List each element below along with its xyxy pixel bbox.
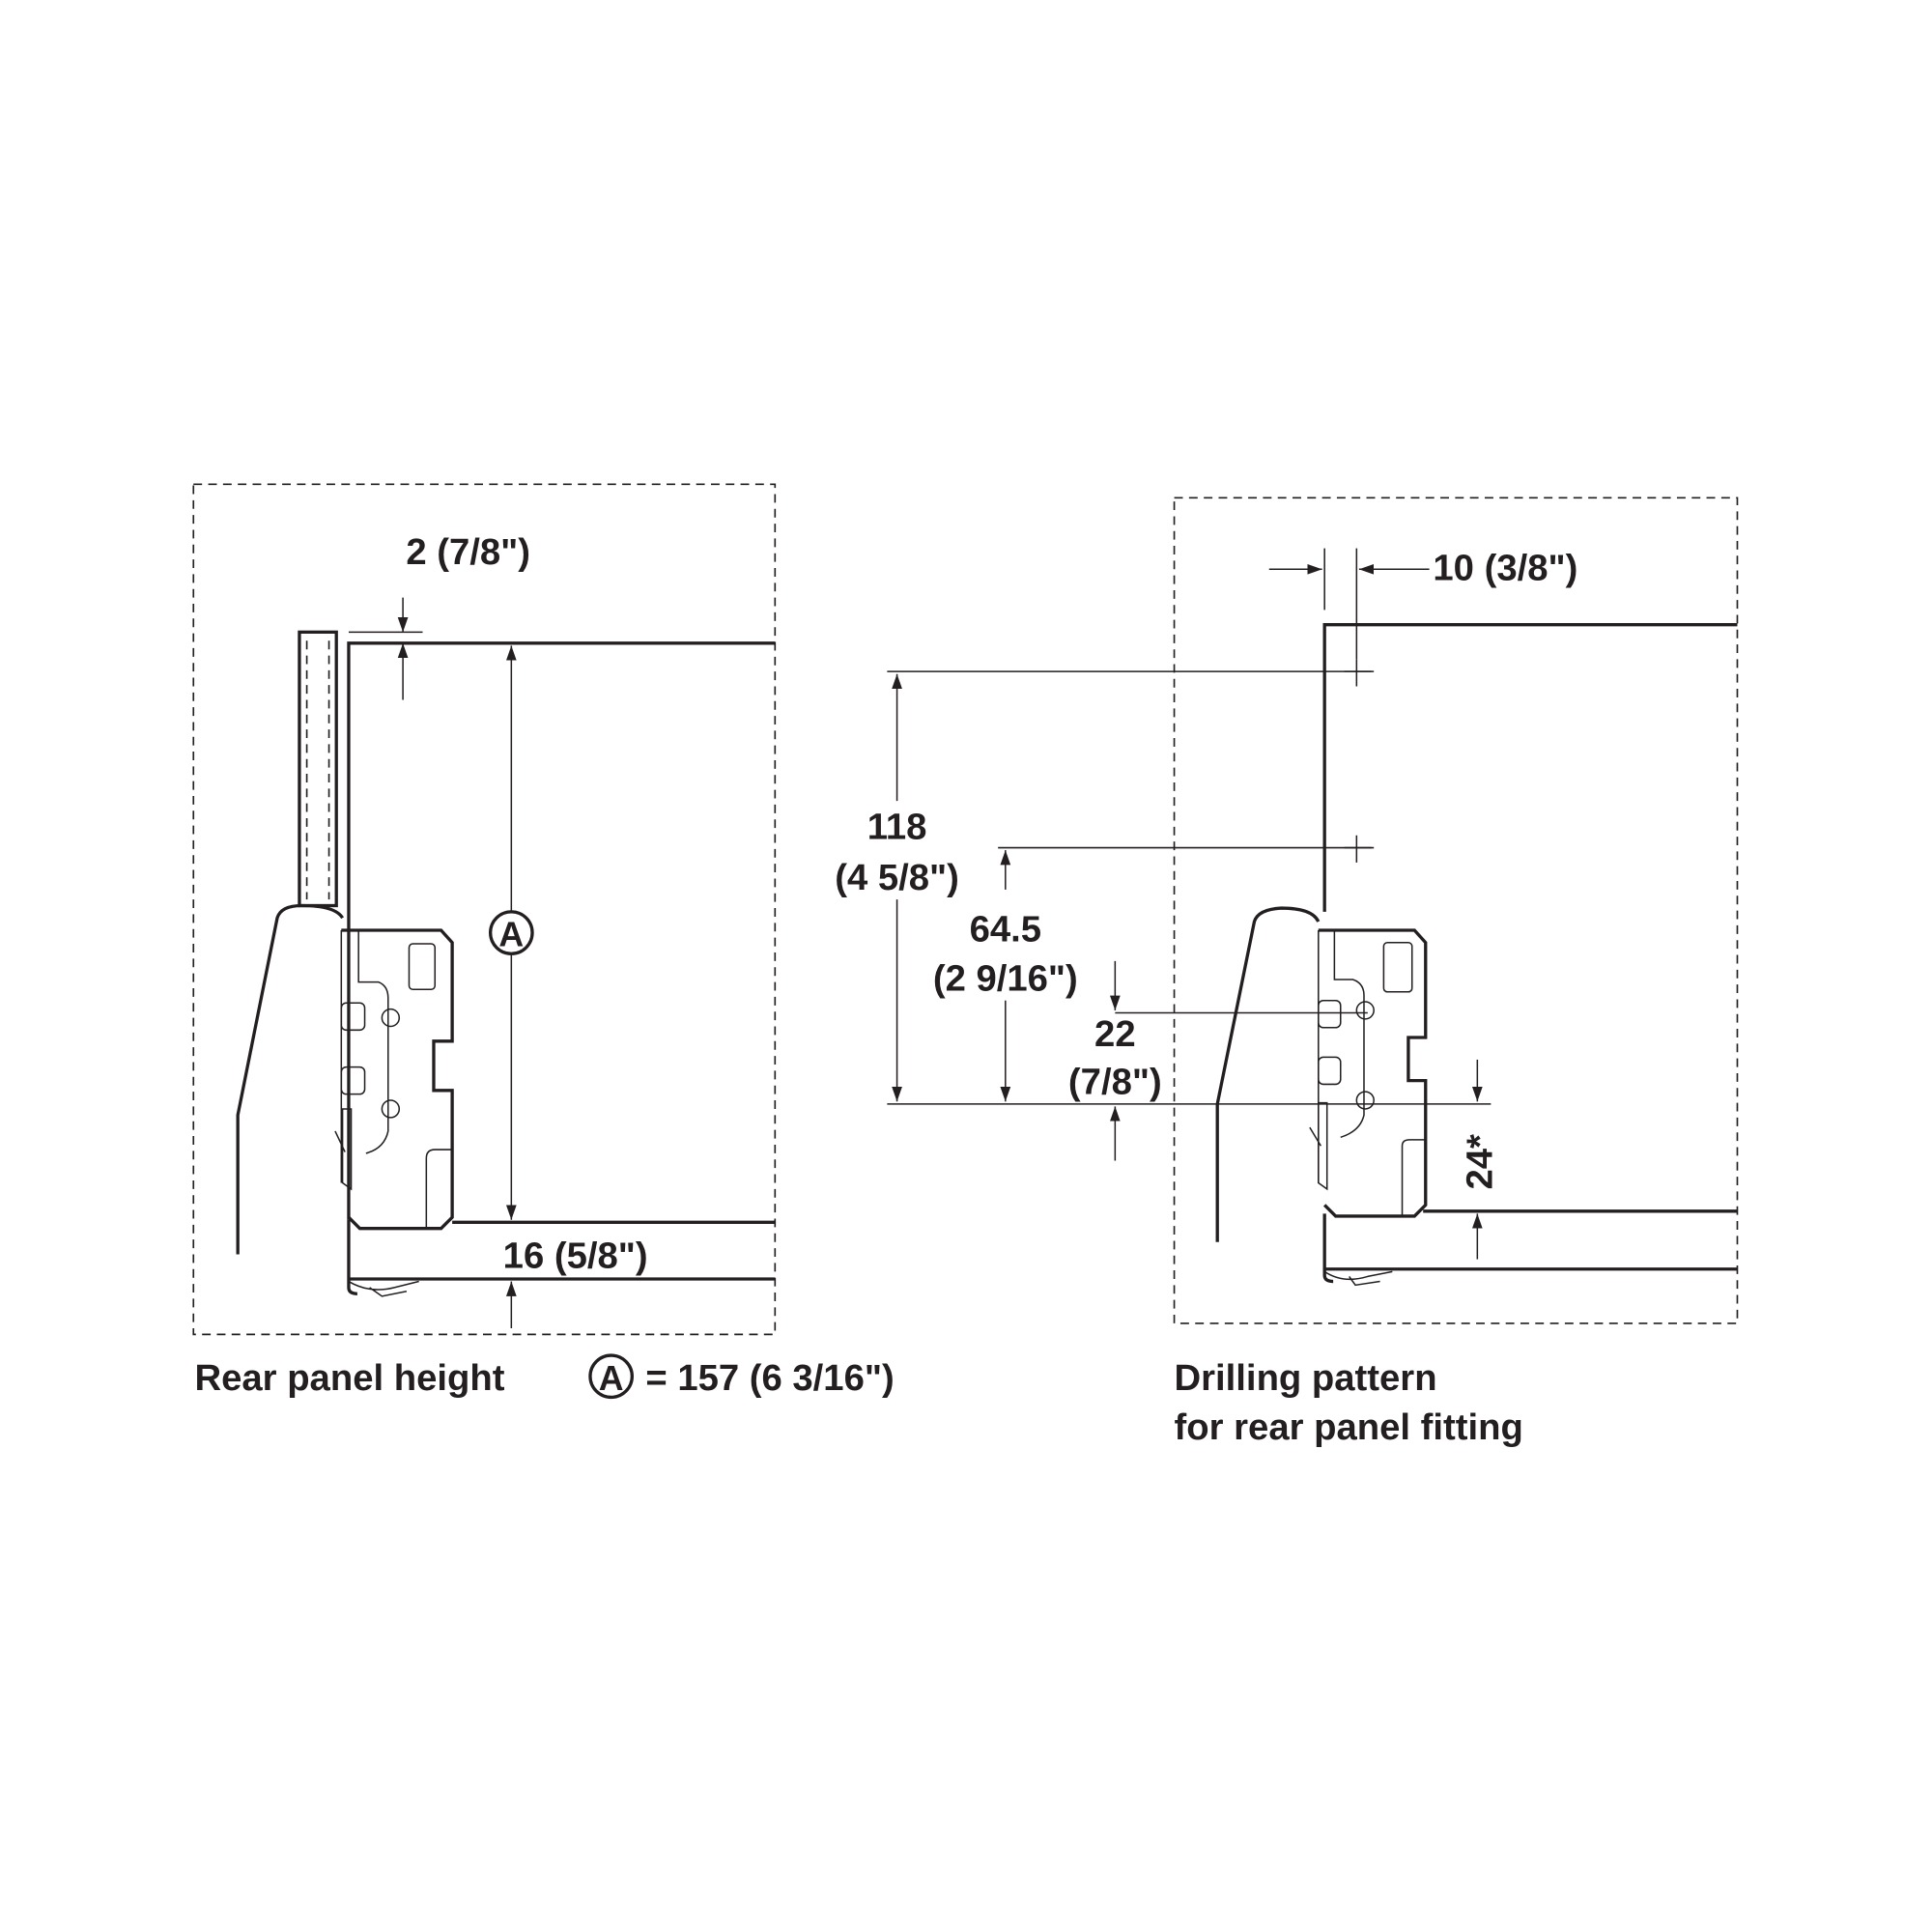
rear-panel-right [1322,623,1738,1284]
dimension-offset-label: 10 (3/8") [1433,548,1577,589]
dimension-24-label: 24* [1460,1134,1501,1190]
dimension-64-inch-label: (2 9/16") [933,958,1078,1000]
drawer-side-profile-right [1215,906,1321,1242]
dimension-offset: 10 (3/8") [1268,548,1577,660]
caption-text: Rear panel height [195,1357,505,1399]
dimension-118: 118 (4 5/8") [835,673,959,1102]
fitting-hole-lower [381,1099,401,1119]
drawer-side-profile [236,903,345,1255]
drill-mark-lower [1344,835,1372,863]
dimension-a: A [488,645,534,1220]
rear-panel-fitting-right [1309,928,1428,1287]
left-view-frame [192,483,777,1336]
left-view: 2 (7/8") A 16 (5/8") Rear panel height A… [192,483,895,1400]
dimension-22-label: 22 [1094,1013,1136,1055]
dimension-64-5: 64.5 (2 9/16") [933,850,1078,1102]
right-view-frame [1173,497,1739,1324]
marker-a-circle [488,910,534,955]
dimension-118-label: 118 [867,807,927,848]
dimension-22-inch-label: (7/8") [1068,1062,1162,1103]
dimension-bottom-label: 16 (5/8") [503,1236,648,1277]
right-caption: Drilling pattern for rear panel fitting [1175,1357,1523,1448]
dimension-24: 24* [1460,1059,1501,1260]
drill-mark-upper [1344,659,1372,687]
drill-crosses [1344,659,1372,863]
right-view: 10 (3/8") 118 (4 5/8") 64.5 (2 9/16") 22… [835,497,1739,1448]
dimension-118-inch-label: (4 5/8") [835,857,959,898]
dimension-top-gap: 2 (7/8") [348,531,530,700]
fitting-hole-upper [381,1008,401,1028]
caption-marker-label: A [599,1359,624,1398]
left-caption: Rear panel height A = 157 (6 3/16") [195,1353,895,1400]
extension-lines [887,670,1492,1105]
rear-panel-fitting [334,928,454,1297]
dimension-bottom: 16 (5/8") [503,1236,648,1328]
dimension-64-label: 64.5 [970,908,1041,950]
caption-line-2: for rear panel fitting [1175,1406,1523,1448]
caption-value: = 157 (6 3/16") [645,1357,894,1399]
caption-line-1: Drilling pattern [1175,1357,1437,1399]
rear-panel [347,641,776,1295]
drill-hole-lower [1355,1091,1375,1110]
marker-a-label: A [498,916,524,954]
dimension-22: 22 (7/8") [1068,960,1162,1161]
drill-hole-upper [1355,1001,1375,1020]
dimension-top-label: 2 (7/8") [406,531,530,573]
drawer-side-post [298,630,338,908]
caption-marker-circle [588,1353,634,1400]
